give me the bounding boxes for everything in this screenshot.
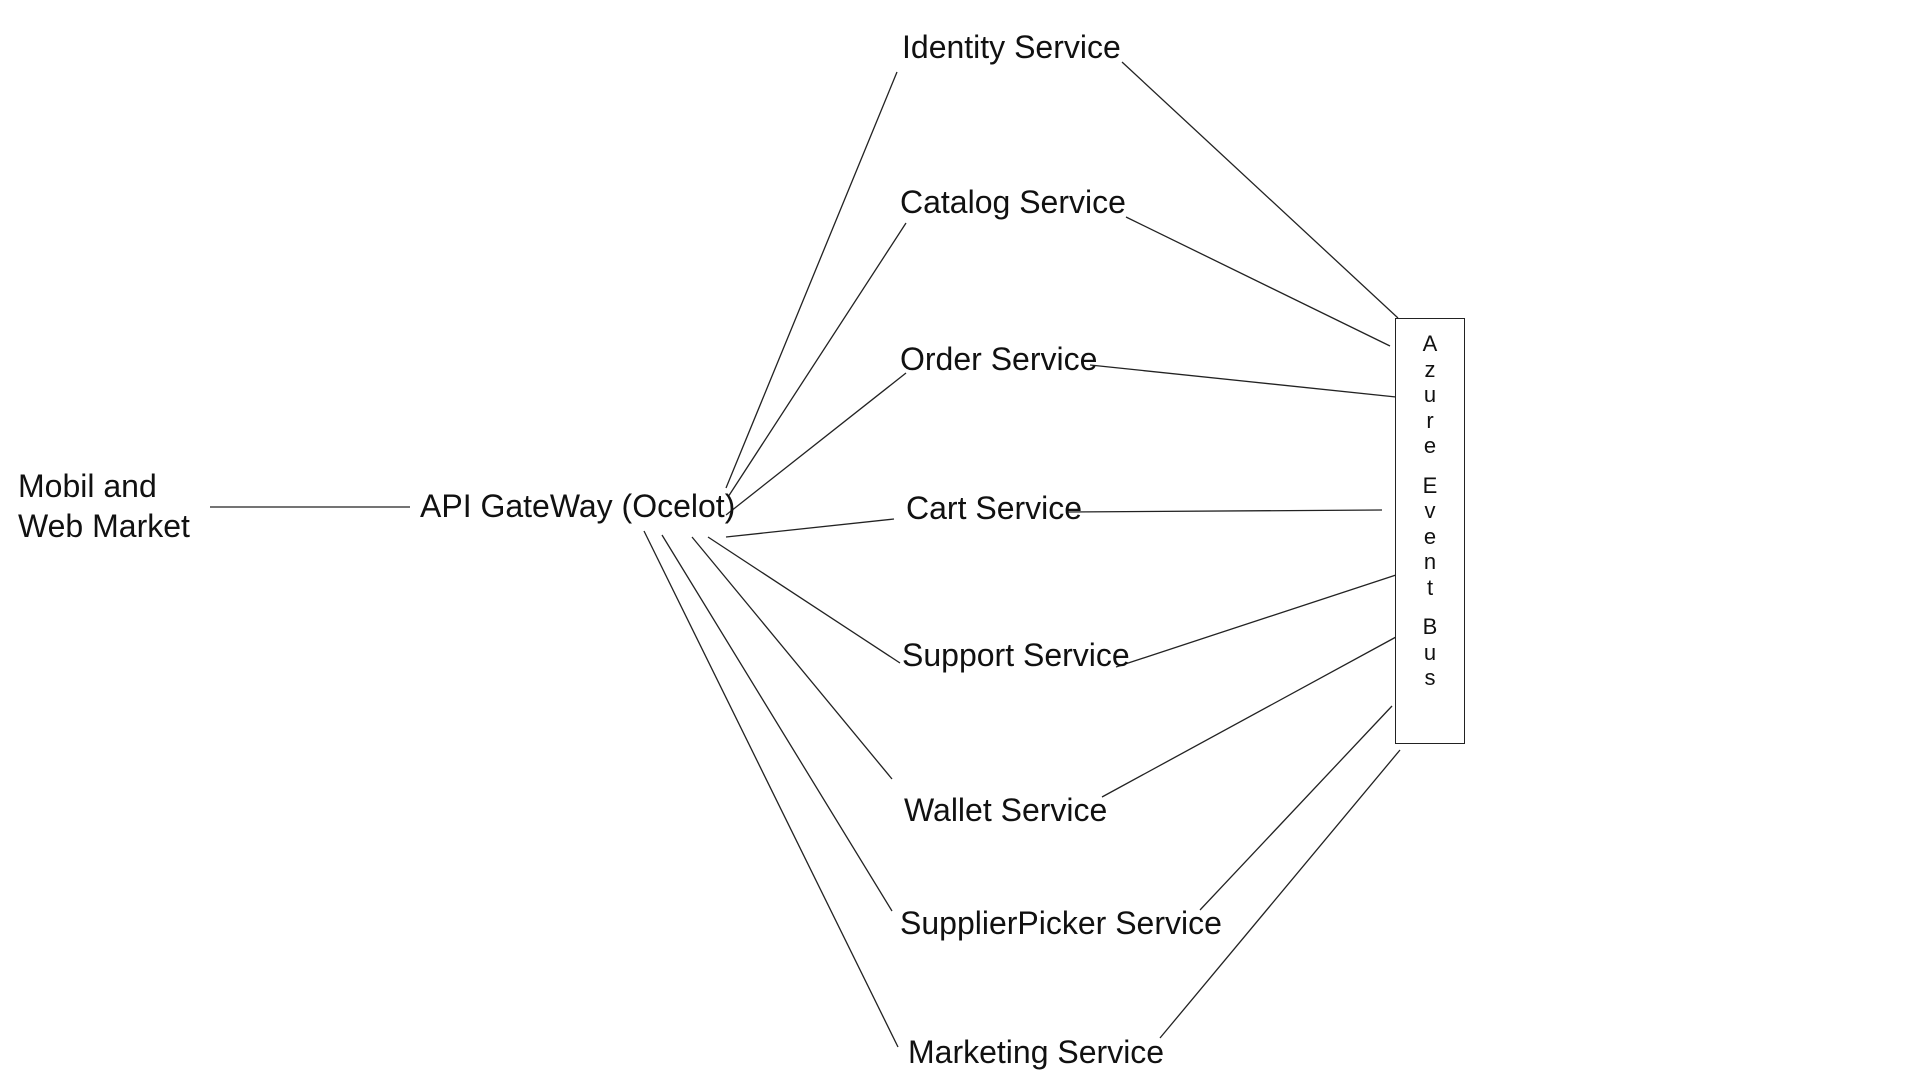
edge-gateway-marketing [643,530,899,1048]
edge-support-bus [1115,574,1397,668]
bus-letter: A [1422,331,1438,356]
edge-gateway-wallet [691,536,893,780]
bus-letter: u [1423,639,1437,665]
bus-letter: u [1423,382,1437,407]
bus-letter: n [1423,549,1437,574]
edge-gateway-support [707,536,901,664]
service-node-support: Support Service [902,637,1130,673]
edge-gateway-identity [725,71,898,489]
bus-letter: e [1423,433,1437,458]
edge-cart-bus [1067,509,1383,513]
edge-order-bus [1089,364,1397,398]
event-bus-label: A z u r e E v e n t B u s [1396,331,1464,691]
bus-letter-gap [1396,459,1464,473]
bus-letter: t [1426,574,1434,600]
edge-identity-bus [1121,61,1399,319]
service-node-catalog: Catalog Service [900,184,1126,220]
edge-catalog-bus [1125,216,1391,347]
service-node-identity: Identity Service [902,29,1121,65]
bus-letter-gap [1396,600,1464,614]
bus-letter: B [1422,614,1438,639]
api-gateway-node: API GateWay (Ocelot) [420,488,736,524]
bus-letter: e [1423,523,1437,549]
bus-letter: s [1424,665,1436,690]
bus-letter: v [1424,498,1436,523]
edge-wallet-bus [1101,636,1397,798]
bus-letter: r [1426,407,1434,433]
edge-supplierpicker-bus [1199,705,1393,911]
service-node-supplierpicker: SupplierPicker Service [900,905,1222,941]
event-bus-node: A z u r e E v e n t B u s [1395,318,1465,744]
client-label-line2: Web Market [18,508,190,544]
service-node-order: Order Service [900,341,1098,377]
bus-letter: E [1422,472,1438,498]
edge-gateway-supplierpicker [661,534,893,912]
client-node: Mobil and Web Market [18,466,190,546]
bus-letter: z [1424,356,1436,382]
edge-marketing-bus [1159,749,1401,1039]
edge-gateway-catalog [727,222,907,498]
edge-gateway-order [725,372,907,516]
client-label-line1: Mobil and [18,468,157,504]
service-node-marketing: Marketing Service [908,1034,1165,1070]
service-node-cart: Cart Service [906,490,1083,526]
service-node-wallet: Wallet Service [904,792,1108,828]
edge-gateway-cart [725,518,895,538]
